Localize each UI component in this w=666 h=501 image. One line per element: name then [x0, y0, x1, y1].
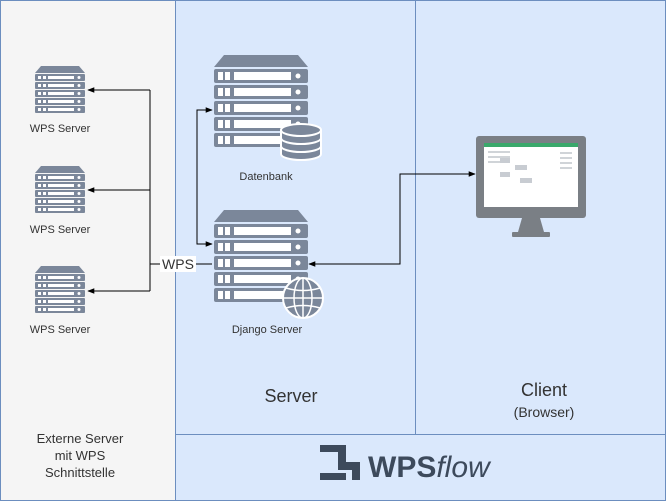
client-region-title: Client [521, 380, 567, 400]
brand-prefix: WPS [368, 451, 436, 484]
monitor-icon [476, 136, 586, 237]
logo-region [175, 434, 666, 501]
wps-server-label-3: WPS Server [30, 324, 91, 336]
wps-server-label-2: WPS Server [30, 224, 91, 236]
external-region-label-line-1: Externe Server [37, 431, 124, 446]
external-region-label-line-3: Schnittstelle [45, 465, 115, 480]
database-cylinder-icon [280, 123, 322, 161]
external-servers-region [0, 0, 176, 501]
database-label: Datenbank [239, 171, 293, 183]
globe-icon [282, 277, 324, 319]
client-region-subtitle: (Browser) [514, 404, 575, 420]
server-region-label: Server [264, 386, 317, 406]
wpsflow-logo-icon [320, 445, 360, 480]
brand-wordmark: WPSflow [368, 451, 492, 484]
brand-suffix: flow [436, 451, 492, 484]
wps-server-label-1: WPS Server [30, 123, 91, 135]
connector-django-client [308, 171, 476, 267]
django-server-label: Django Server [232, 324, 303, 336]
wps-label-background [160, 256, 196, 272]
wps-connection-label: WPS [162, 256, 194, 272]
connectors [87, 87, 476, 294]
external-region-label-line-2: mit WPS [55, 448, 106, 463]
connector-database-django [196, 107, 213, 247]
